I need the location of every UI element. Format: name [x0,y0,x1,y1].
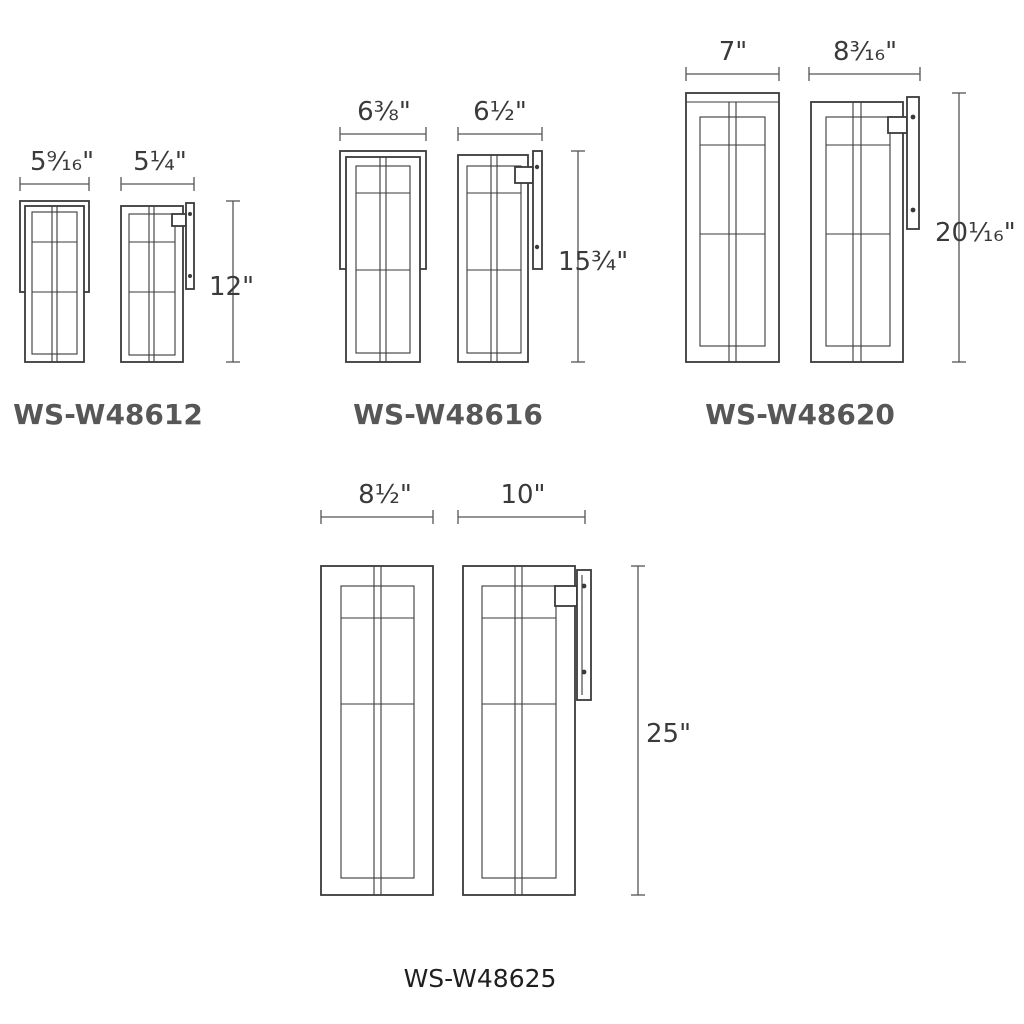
height-dimension: 12" [209,200,254,363]
height-dimension: 20¹⁄₁₆" [935,92,1016,363]
side-depth-label: 6½" [473,97,527,127]
front-width-label: 5⁹⁄₁₆" [30,147,94,177]
height-dimension: 25" [631,565,691,896]
side-view-lamp [810,96,920,363]
height-label: 15¾" [558,247,628,277]
side-depth-label: 10" [500,480,545,510]
side-depth-dimension: 10" [457,480,586,524]
model-number: WS-W48625 [404,964,557,993]
model-group-ws-w48620: 7" 8³⁄₁₆" 20¹⁄₁₆" WS-W48620 [685,37,1016,431]
front-view-lamp [320,565,434,896]
model-group-ws-w48616: 6⅜" 6½" 15¾" WS-W48616 [339,97,628,431]
front-width-label: 6⅜" [357,97,411,127]
front-width-label: 7" [719,37,748,67]
model-number: WS-W48612 [13,398,203,431]
front-view-lamp [19,200,90,363]
front-width-dimension: 8½" [320,480,434,524]
model-group-ws-w48612: 5⁹⁄₁₆" 5¼" 12" WS-W48612 [13,147,254,431]
model-number: WS-W48616 [353,398,543,431]
side-depth-dimension: 8³⁄₁₆" [808,37,921,81]
side-depth-dimension: 5¼" [120,147,195,191]
front-width-dimension: 7" [685,37,780,81]
front-view-lamp [339,150,427,363]
front-width-dimension: 5⁹⁄₁₆" [19,147,94,191]
model-group-ws-w48625: 8½" 10" 25" WS-W48625 [320,480,691,993]
height-label: 20¹⁄₁₆" [935,218,1016,248]
side-view-lamp [457,150,543,363]
side-depth-label: 8³⁄₁₆" [833,37,897,67]
side-view-lamp [462,565,592,896]
side-depth-label: 5¼" [133,147,187,177]
front-width-dimension: 6⅜" [339,97,427,141]
height-label: 12" [209,272,254,302]
front-view-lamp [685,92,780,363]
front-width-label: 8½" [358,480,412,510]
model-number: WS-W48620 [705,398,895,431]
side-depth-dimension: 6½" [457,97,543,141]
side-view-lamp [120,202,195,363]
height-dimension: 15¾" [558,150,628,363]
height-label: 25" [646,719,691,749]
